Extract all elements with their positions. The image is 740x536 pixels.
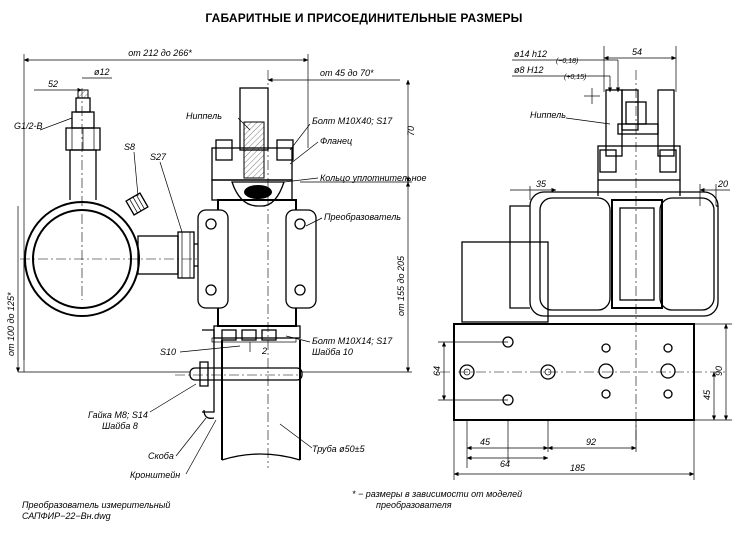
label-bolt-top: Болт М10Х40; S17 <box>312 116 393 126</box>
gauge-hex <box>71 111 95 129</box>
converter-cap-right <box>285 209 317 309</box>
seal-ring <box>231 181 285 207</box>
footer-note-line2: преобразователя <box>376 500 452 510</box>
dim-d8: ø8 H12 <box>514 65 544 75</box>
footer-file-line2: САПФИР−22−Вн.dwg <box>22 511 111 521</box>
dim-45v: 45 <box>702 389 712 400</box>
dim-64h: 64 <box>500 459 510 469</box>
gauge-neck <box>69 149 97 200</box>
dim-92: 92 <box>586 437 596 447</box>
plate-hole-2 <box>540 364 556 380</box>
dim-45h: 45 <box>480 437 491 447</box>
label-bracket: Кронштейн <box>130 470 180 480</box>
dim-90: 90 <box>714 366 724 376</box>
right-cap-left <box>539 197 611 311</box>
right-dimensions: 54 ø14 h12 (−0,18) ø8 H12 (+0,15) 35 20 … <box>432 46 732 480</box>
seal-ring-section <box>244 185 272 199</box>
plate-hole-1 <box>459 364 475 380</box>
label-pipe: Труба ø50±5 <box>312 444 366 454</box>
dim-top-offset: от 45 до 70* <box>320 68 374 78</box>
gland-nut <box>177 231 195 279</box>
plate-hole-10 <box>660 363 676 379</box>
right-side-box <box>461 241 549 323</box>
screw-2 <box>205 284 217 296</box>
bolt-head-left <box>215 139 233 161</box>
cable-gland <box>137 235 179 275</box>
right-flange <box>597 145 681 181</box>
plate-hole-5 <box>601 343 611 353</box>
footer-file-line1: Преобразователь измерительный <box>22 500 170 510</box>
label-bolt-bottom: Болт М10Х14; S17 <box>312 336 393 346</box>
dim-155-205: от 155 до 205 <box>396 255 406 316</box>
dim-70: 70 <box>406 126 416 136</box>
label-washer8: Шайба 8 <box>102 421 138 431</box>
right-housing <box>529 191 719 317</box>
dim-54: 54 <box>632 47 642 57</box>
left-dimensions: от 212 до 266* от 45 до 70* 52 ø12 G1/2-… <box>6 48 416 373</box>
dim-20: 20 <box>717 179 728 189</box>
bracket-arm <box>202 329 215 413</box>
dim-d8-tol: (+0,15) <box>564 74 586 81</box>
gauge-body-outer <box>24 201 140 317</box>
label-right-nipple: Ниппель <box>530 110 566 120</box>
dim-52: 52 <box>48 79 58 89</box>
dim-185: 185 <box>570 463 586 473</box>
plate-hole-9 <box>663 389 673 399</box>
plate-hole-7 <box>598 363 614 379</box>
right-nipple-3 <box>657 89 675 157</box>
screw-3 <box>294 218 306 230</box>
label-nut: Гайка М8; S14 <box>88 410 148 420</box>
right-nipple-2 <box>621 89 639 131</box>
dim-35: 35 <box>536 179 547 189</box>
left-view <box>20 70 317 468</box>
label-ring: Кольцо уплотнительное <box>320 173 427 183</box>
dim-d12: ø12 <box>94 67 110 77</box>
dim-d14-tol: (−0,18) <box>556 58 578 65</box>
footer-note-line1: * − размеры в зависимости от моделей <box>352 489 522 499</box>
dim-s8: S8 <box>124 142 135 152</box>
right-cap-right <box>659 197 715 311</box>
dim-thread: G1/2-B <box>14 121 43 131</box>
label-converter: Преобразователь <box>324 212 401 222</box>
drawing-title: ГАБАРИТНЫЕ И ПРИСОЕДИНИТЕЛЬНЫЕ РАЗМЕРЫ <box>205 11 522 25</box>
gauge-body-inner <box>32 209 132 309</box>
left-labels: Ниппель Болт М10Х40; S17 Фланец Кольцо у… <box>88 111 427 480</box>
dim-s27: S27 <box>150 152 167 162</box>
dim-2: 2 <box>261 346 267 356</box>
plate-hole-8 <box>663 343 673 353</box>
bolt-head-right <box>276 139 294 161</box>
mounting-plate <box>453 323 695 421</box>
dim-s10: S10 <box>160 347 176 357</box>
converter-body <box>217 199 297 327</box>
nipple-section <box>243 121 265 179</box>
gauge-thread <box>75 97 91 113</box>
label-washer10: Шайба 10 <box>312 347 353 357</box>
right-center-column <box>611 199 663 309</box>
label-nipple: Ниппель <box>186 111 222 121</box>
screw-4 <box>294 284 306 296</box>
right-view <box>440 70 728 440</box>
screw-1 <box>205 218 217 230</box>
cover-screw <box>125 192 149 216</box>
plate-hole-6 <box>601 389 611 399</box>
clamp-strap <box>189 367 303 381</box>
dim-64v: 64 <box>432 366 442 376</box>
label-clamp: Скоба <box>148 451 174 461</box>
label-flange: Фланец <box>320 136 352 146</box>
dim-overall-width: от 212 до 266* <box>128 48 192 58</box>
dim-100-125: от 100 до 125* <box>6 292 16 356</box>
dim-d14: ø14 h12 <box>514 49 547 59</box>
converter-cap-left <box>197 209 229 309</box>
